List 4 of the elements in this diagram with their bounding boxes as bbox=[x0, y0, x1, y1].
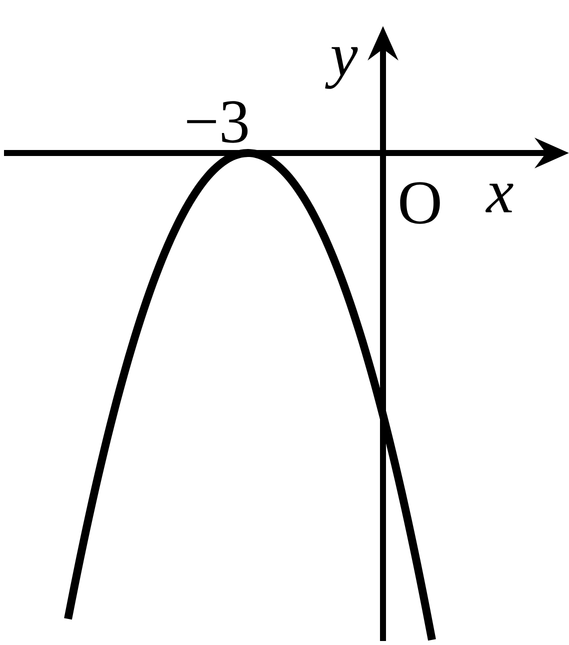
axis-label: −3 bbox=[187, 101, 248, 143]
axis-label: O bbox=[400, 182, 440, 224]
axis-label: x bbox=[485, 184, 514, 212]
axis-label: y bbox=[325, 47, 358, 89]
